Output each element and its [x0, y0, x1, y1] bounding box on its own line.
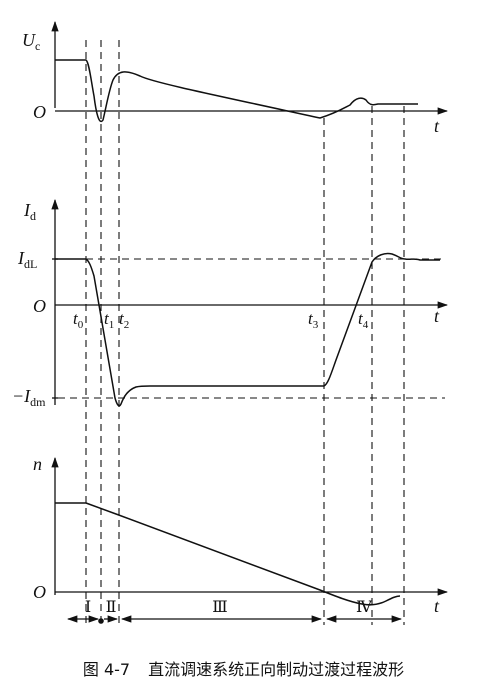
uc-origin-label: O [33, 102, 46, 122]
figure-title: 直流调速系统正向制动过渡过程波形 [148, 660, 405, 679]
n-waveform [55, 502, 401, 606]
idm-label: −Idm [12, 386, 46, 409]
t4-label: t4 [358, 309, 369, 331]
id-time-label: t [434, 306, 440, 326]
uc-panel: Uc O t [22, 20, 449, 136]
t1-label: t1 [104, 309, 114, 331]
uc-axis-label: Uc [22, 30, 40, 53]
t0-label: t0 [73, 309, 84, 331]
stage-intervals: Ⅰ Ⅱ Ⅲ Ⅳ [66, 599, 403, 624]
stage-2-label: Ⅱ [106, 599, 117, 616]
id-waveform [55, 252, 440, 407]
uc-time-label: t [434, 116, 440, 136]
stage-3-label: Ⅲ [212, 599, 227, 616]
uc-waveform [55, 59, 418, 123]
id-panel: Id IdL O −Idm t t0 t1 t2 t3 t4 [12, 198, 449, 409]
figure-caption: 图 4-7 直流调速系统正向制动过渡过程波形 [0, 656, 487, 680]
id-axis-label: Id [23, 200, 36, 223]
id-origin-label: O [33, 296, 46, 316]
stage-junction-dot [98, 618, 104, 624]
stage-4-label: Ⅳ [356, 599, 373, 616]
t3-label: t3 [308, 309, 319, 331]
t2-label: t2 [119, 309, 129, 331]
stage-1-label: Ⅰ [85, 599, 91, 616]
n-panel: n O t [33, 454, 449, 616]
dashed-guides [58, 40, 445, 625]
n-time-label: t [434, 596, 440, 616]
n-origin-label: O [33, 582, 46, 602]
n-axis-label: n [33, 454, 42, 474]
idl-label: IdL [17, 248, 37, 271]
figure-number: 图 4-7 [82, 660, 131, 679]
